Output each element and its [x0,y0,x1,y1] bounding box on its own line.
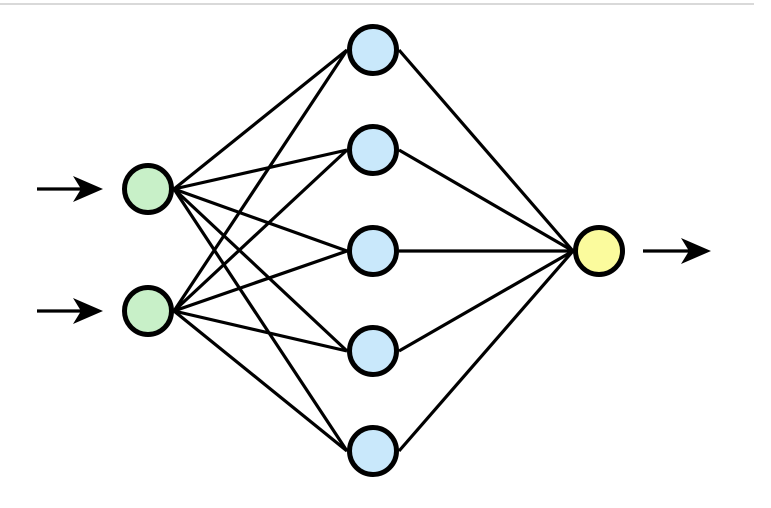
edge-input2-hidden4 [173,309,348,353]
hidden-node-1 [347,24,399,76]
hidden-node-4 [347,325,399,377]
edge-input2-hidden1 [172,49,349,312]
hidden-node-5 [347,425,399,477]
output-arrow-1-head-icon [681,238,711,264]
hidden-node-3 [347,225,399,277]
input-node-2 [122,285,174,337]
input-node-1 [122,163,174,215]
input-arrow-2-head-icon [73,298,103,324]
edge-input1-hidden1 [172,48,349,191]
output-node-1 [573,225,625,277]
edge-input1-hidden4 [172,187,349,353]
edge-input2-hidden3 [173,249,348,313]
edge-input2-hidden2 [172,148,349,313]
edge-input2-hidden5 [172,309,349,453]
edge-input1-hidden2 [173,148,348,191]
input-arrow-1-head-icon [73,176,103,202]
edge-input1-hidden3 [173,187,348,253]
edge-hidden5-output1 [397,249,575,453]
edge-hidden2-output1 [398,148,574,253]
hidden-node-2 [347,124,399,176]
edge-hidden1-output1 [397,48,575,253]
edge-input1-hidden5 [172,188,349,452]
edge-hidden4-output1 [398,249,574,353]
